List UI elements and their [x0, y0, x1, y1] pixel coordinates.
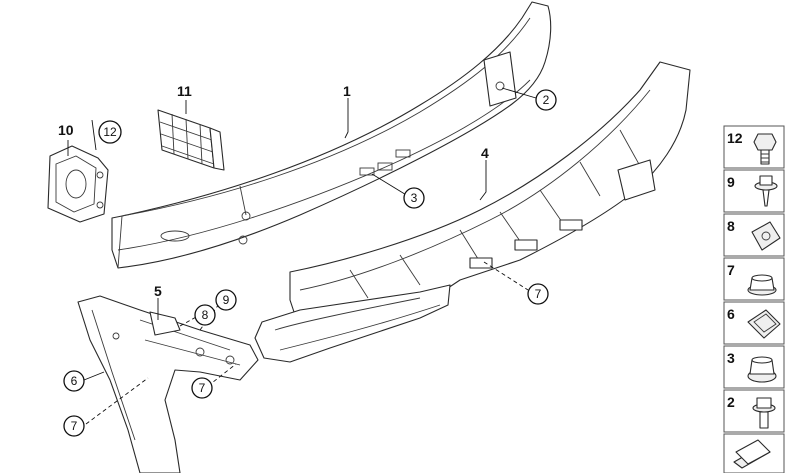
callout-2: 2 [543, 93, 550, 107]
legend-label-12: 12 [727, 130, 743, 146]
callout-8: 8 [202, 308, 209, 322]
legend-label-3: 3 [727, 350, 735, 366]
callout-7a-circle: 7 [527, 283, 549, 305]
flange-screw-icon [754, 175, 778, 207]
callout-7c: 7 [71, 419, 78, 433]
clip-nut-icon [751, 221, 781, 251]
spring-clip-icon [747, 309, 781, 339]
arrow-icon [733, 439, 771, 469]
callout-6-circle: 6 [63, 370, 85, 392]
callout-11: 11 [177, 83, 192, 99]
legend-item-8: 8 [723, 213, 785, 257]
grille-part [157, 109, 225, 171]
callout-1: 1 [343, 83, 351, 99]
legend-item-6: 6 [723, 301, 785, 345]
impact-absorber-part [254, 61, 691, 363]
callout-7a: 7 [535, 287, 542, 301]
callout-9: 9 [223, 293, 230, 307]
callout-2-circle: 2 [535, 89, 557, 111]
legend-label-8: 8 [727, 218, 735, 234]
callout-6: 6 [71, 374, 78, 388]
legend-item-7: 7 [723, 257, 785, 301]
legend-label-2: 2 [727, 394, 735, 410]
plastic-nut-icon [747, 274, 777, 296]
callout-3-circle: 3 [403, 187, 425, 209]
callout-12-circle: 12 [98, 120, 122, 144]
legend-label-6: 6 [727, 306, 735, 322]
mount-block-part [47, 145, 109, 223]
legend-label-9: 9 [727, 174, 735, 190]
legend-item-2: 2 [723, 389, 785, 433]
side-bracket-part [77, 295, 259, 473]
legend-label-7: 7 [727, 262, 735, 278]
callout-7b-circle: 7 [191, 377, 213, 399]
callout-9-circle: 9 [215, 289, 237, 311]
callout-10: 10 [58, 122, 74, 138]
callout-3: 3 [411, 191, 418, 205]
leader-lines [67, 87, 537, 425]
callout-12: 12 [103, 125, 117, 139]
hex-bolt-icon [753, 133, 777, 165]
callout-7b: 7 [199, 381, 206, 395]
flange-bolt-icon [752, 397, 776, 429]
legend-item-12: 12 [723, 125, 785, 169]
callout-4: 4 [481, 145, 489, 161]
callout-5: 5 [154, 283, 162, 299]
bumper-carrier-part [111, 1, 552, 269]
legend-footer [723, 433, 785, 473]
collar-nut-icon [747, 356, 777, 383]
legend-item-3: 3 [723, 345, 785, 389]
callout-7c-circle: 7 [63, 415, 85, 437]
callout-8-circle: 8 [194, 304, 216, 326]
fastener-legend: 12 9 8 [723, 125, 785, 473]
legend-item-9: 9 [723, 169, 785, 213]
